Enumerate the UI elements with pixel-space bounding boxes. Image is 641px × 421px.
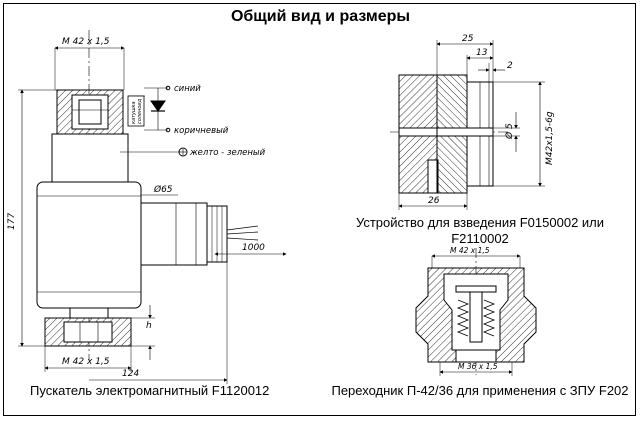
- height-label: 177: [7, 213, 17, 230]
- dim-13: 13: [476, 48, 488, 58]
- width-label: 124: [122, 369, 139, 379]
- thread-top-label: M 42 x 1,5: [62, 37, 110, 47]
- page-title: Общий вид и размеры: [230, 8, 411, 25]
- cable-length-label: 1000: [242, 243, 265, 253]
- adapter-bottom-thread: M 36 x 1,5: [458, 362, 498, 371]
- drawing-frame: [3, 3, 636, 416]
- dim-25: 25: [462, 34, 474, 44]
- diameter-label: Ø65: [153, 184, 173, 195]
- starter-caption: Пускатель электромагнитный F1120012: [30, 383, 270, 398]
- adapter-caption: Переходник П-42/36 для применения с ЗПУ …: [331, 383, 629, 398]
- cocking-device-caption: Устройство для взведения F0150002 или F2…: [355, 215, 605, 246]
- wire-brown-label: коричневый: [174, 126, 229, 136]
- dim-2: 2: [507, 61, 513, 71]
- h-label: h: [146, 321, 152, 331]
- dim-26: 26: [428, 196, 440, 206]
- dim-thread: M42x1,5-6g: [545, 111, 555, 165]
- coil-label-1: катушка: [131, 101, 137, 124]
- wire-ground-label: желто - зеленый: [189, 148, 266, 158]
- adapter-top-thread: M 42 x 1,5: [450, 246, 490, 255]
- wire-blue-label: синий: [174, 84, 201, 94]
- thread-bottom-label: M 42 x 1,5: [62, 357, 110, 367]
- starter-drawing: [18, 30, 287, 384]
- coil-label-2: соленоид: [137, 98, 143, 124]
- dim-d5: Ø 5: [504, 123, 515, 140]
- cocking-device-drawing: [390, 40, 545, 210]
- adapter-drawing: [415, 248, 537, 376]
